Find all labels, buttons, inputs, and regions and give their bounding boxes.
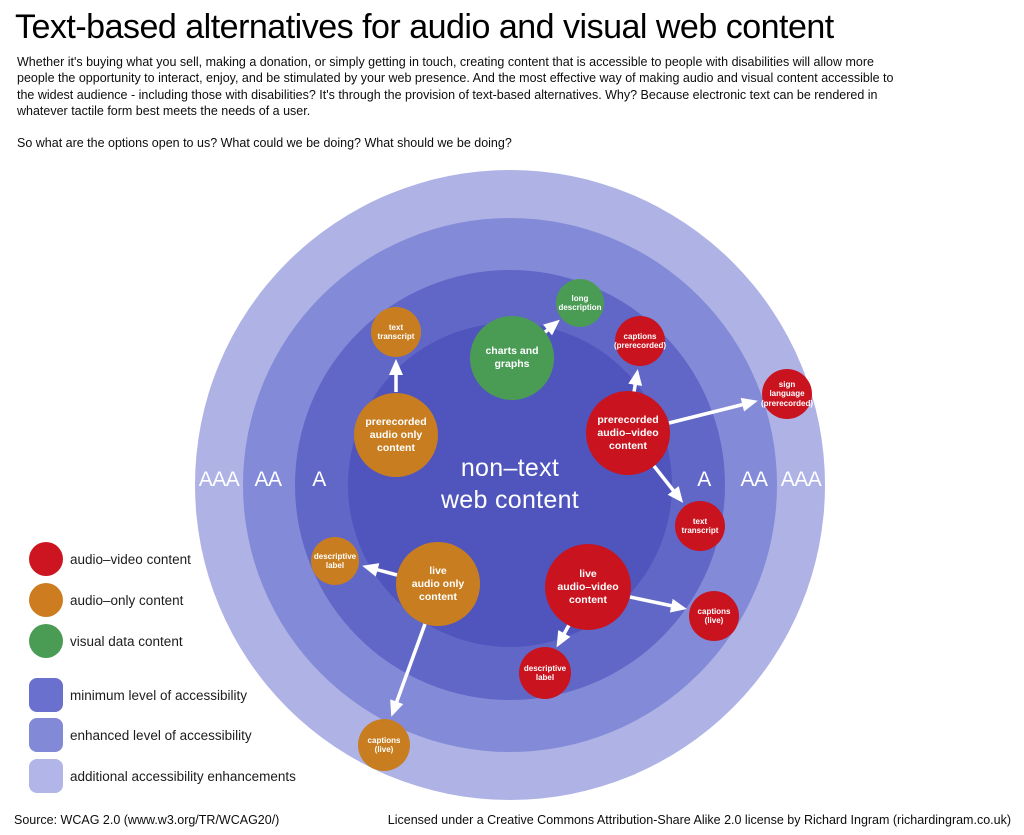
bubble-label: live audio–video content bbox=[557, 567, 619, 606]
page-title: Text-based alternatives for audio and vi… bbox=[15, 8, 834, 46]
bubble-charts-and-graphs: charts and graphs bbox=[470, 316, 554, 400]
bubble-prerecorded-audio-video-content: prerecorded audio–video content bbox=[586, 391, 670, 475]
bubble-descriptive-label-av: descriptive label bbox=[519, 647, 571, 699]
legend-item-minimum-level: minimum level of accessibility bbox=[29, 678, 247, 712]
bubble-captions-live-audio: captions (live) bbox=[358, 719, 410, 771]
bubble-label: charts and graphs bbox=[485, 345, 539, 370]
enhanced-level-swatch-icon bbox=[29, 718, 63, 752]
bubble-label: long description bbox=[558, 293, 602, 313]
bubble-label: prerecorded audio only content bbox=[365, 415, 427, 454]
intro-paragraph: Whether it's buying what you sell, makin… bbox=[17, 55, 894, 119]
level-label-a-right: A bbox=[697, 468, 711, 491]
bubble-label: captions (prerecorded) bbox=[614, 331, 667, 351]
legend-item-additional-enhancements: additional accessibility enhancements bbox=[29, 759, 296, 793]
bubble-label: sign language (prerecorded) bbox=[761, 379, 814, 408]
level-label-aaa-left: AAA bbox=[198, 468, 240, 491]
minimum-level-swatch-icon bbox=[29, 678, 63, 712]
additional-enhancements-swatch-icon bbox=[29, 759, 63, 793]
bubble-prerecorded-audio-only-content: prerecorded audio only content bbox=[354, 393, 438, 477]
visual-data-swatch-icon bbox=[29, 624, 63, 658]
bubble-label: live audio only content bbox=[411, 564, 465, 603]
legend-item-audio-video: audio–video content bbox=[29, 542, 191, 576]
legend-label: visual data content bbox=[70, 633, 183, 649]
level-label-aaa-right: AAA bbox=[780, 468, 822, 491]
bubble-label: captions (live) bbox=[367, 735, 401, 755]
center-label-non-text-web-content: non–text web content bbox=[440, 454, 580, 514]
bubble-label: text transcript bbox=[377, 322, 415, 342]
legend-item-enhanced-level: enhanced level of accessibility bbox=[29, 718, 252, 752]
level-label-a-left: A bbox=[312, 468, 326, 491]
bubble-captions-prerecorded: captions (prerecorded) bbox=[614, 316, 667, 366]
level-label-aa-right: AA bbox=[740, 468, 768, 491]
audio-only-swatch-icon bbox=[29, 583, 63, 617]
legend-item-audio-only: audio–only content bbox=[29, 583, 183, 617]
bubble-text-transcript-audio: text transcript bbox=[371, 307, 421, 357]
question-paragraph: So what are the options open to us? What… bbox=[17, 136, 512, 150]
bubble-long-description: long description bbox=[556, 279, 604, 327]
level-label-aa-left: AA bbox=[254, 468, 282, 491]
bubble-label: captions (live) bbox=[697, 606, 731, 626]
legend-label: audio–only content bbox=[70, 592, 184, 608]
bubble-label: descriptive label bbox=[313, 551, 357, 571]
bubble-text-transcript-av: text transcript bbox=[675, 501, 725, 551]
bubble-label: prerecorded audio–video content bbox=[597, 413, 659, 452]
legend-label: minimum level of accessibility bbox=[70, 687, 248, 703]
footer-source: Source: WCAG 2.0 (www.w3.org/TR/WCAG20/) bbox=[14, 813, 280, 827]
bubble-label: descriptive label bbox=[523, 663, 567, 683]
audio-video-swatch-icon bbox=[29, 542, 63, 576]
bubble-live-audio-only-content: live audio only content bbox=[396, 542, 480, 626]
bubble-descriptive-label-audio: descriptive label bbox=[311, 537, 359, 585]
legend-label: enhanced level of accessibility bbox=[70, 727, 252, 743]
bubble-captions-live-av: captions (live) bbox=[689, 591, 739, 641]
bubble-live-audio-video-content: live audio–video content bbox=[545, 544, 631, 630]
bubble-label: text transcript bbox=[681, 516, 719, 536]
footer-license: Licensed under a Creative Commons Attrib… bbox=[387, 813, 1011, 827]
legend-label: audio–video content bbox=[70, 551, 191, 567]
legend-label: additional accessibility enhancements bbox=[70, 768, 296, 784]
legend-item-visual-data: visual data content bbox=[29, 624, 183, 658]
bubble-sign-language-prerecorded: sign language (prerecorded) bbox=[761, 369, 814, 419]
